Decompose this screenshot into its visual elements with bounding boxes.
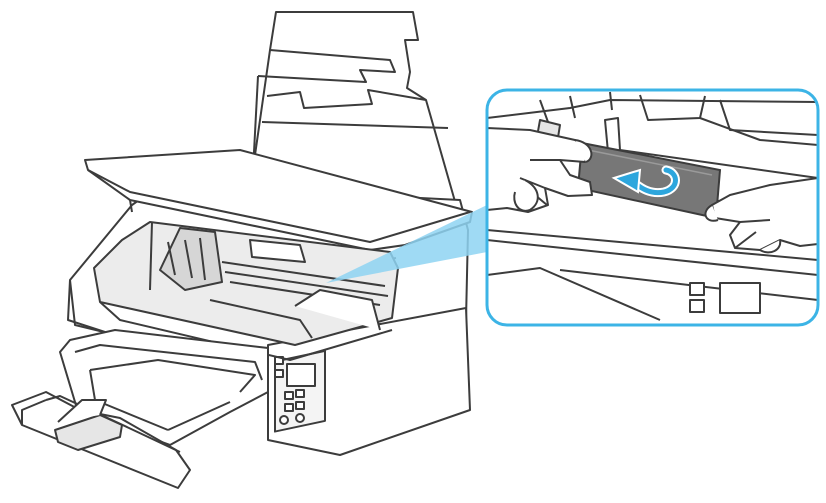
printer-interior <box>93 221 399 361</box>
panel-button <box>295 389 305 398</box>
panel-button <box>279 415 289 425</box>
panel-screen <box>286 363 316 387</box>
panel-button <box>284 403 294 412</box>
panel-button <box>295 413 305 423</box>
hand-icon <box>704 177 818 254</box>
panel-button <box>274 369 284 378</box>
callout-pointer <box>326 205 487 283</box>
hand-icon <box>487 127 593 213</box>
printer-icon <box>11 11 473 489</box>
panel-button <box>284 391 294 400</box>
panel-button <box>295 401 305 410</box>
magnifier-callout <box>485 88 820 327</box>
paper-support <box>249 11 457 206</box>
curved-arrow-icon <box>611 165 680 198</box>
output-tray <box>11 329 269 489</box>
